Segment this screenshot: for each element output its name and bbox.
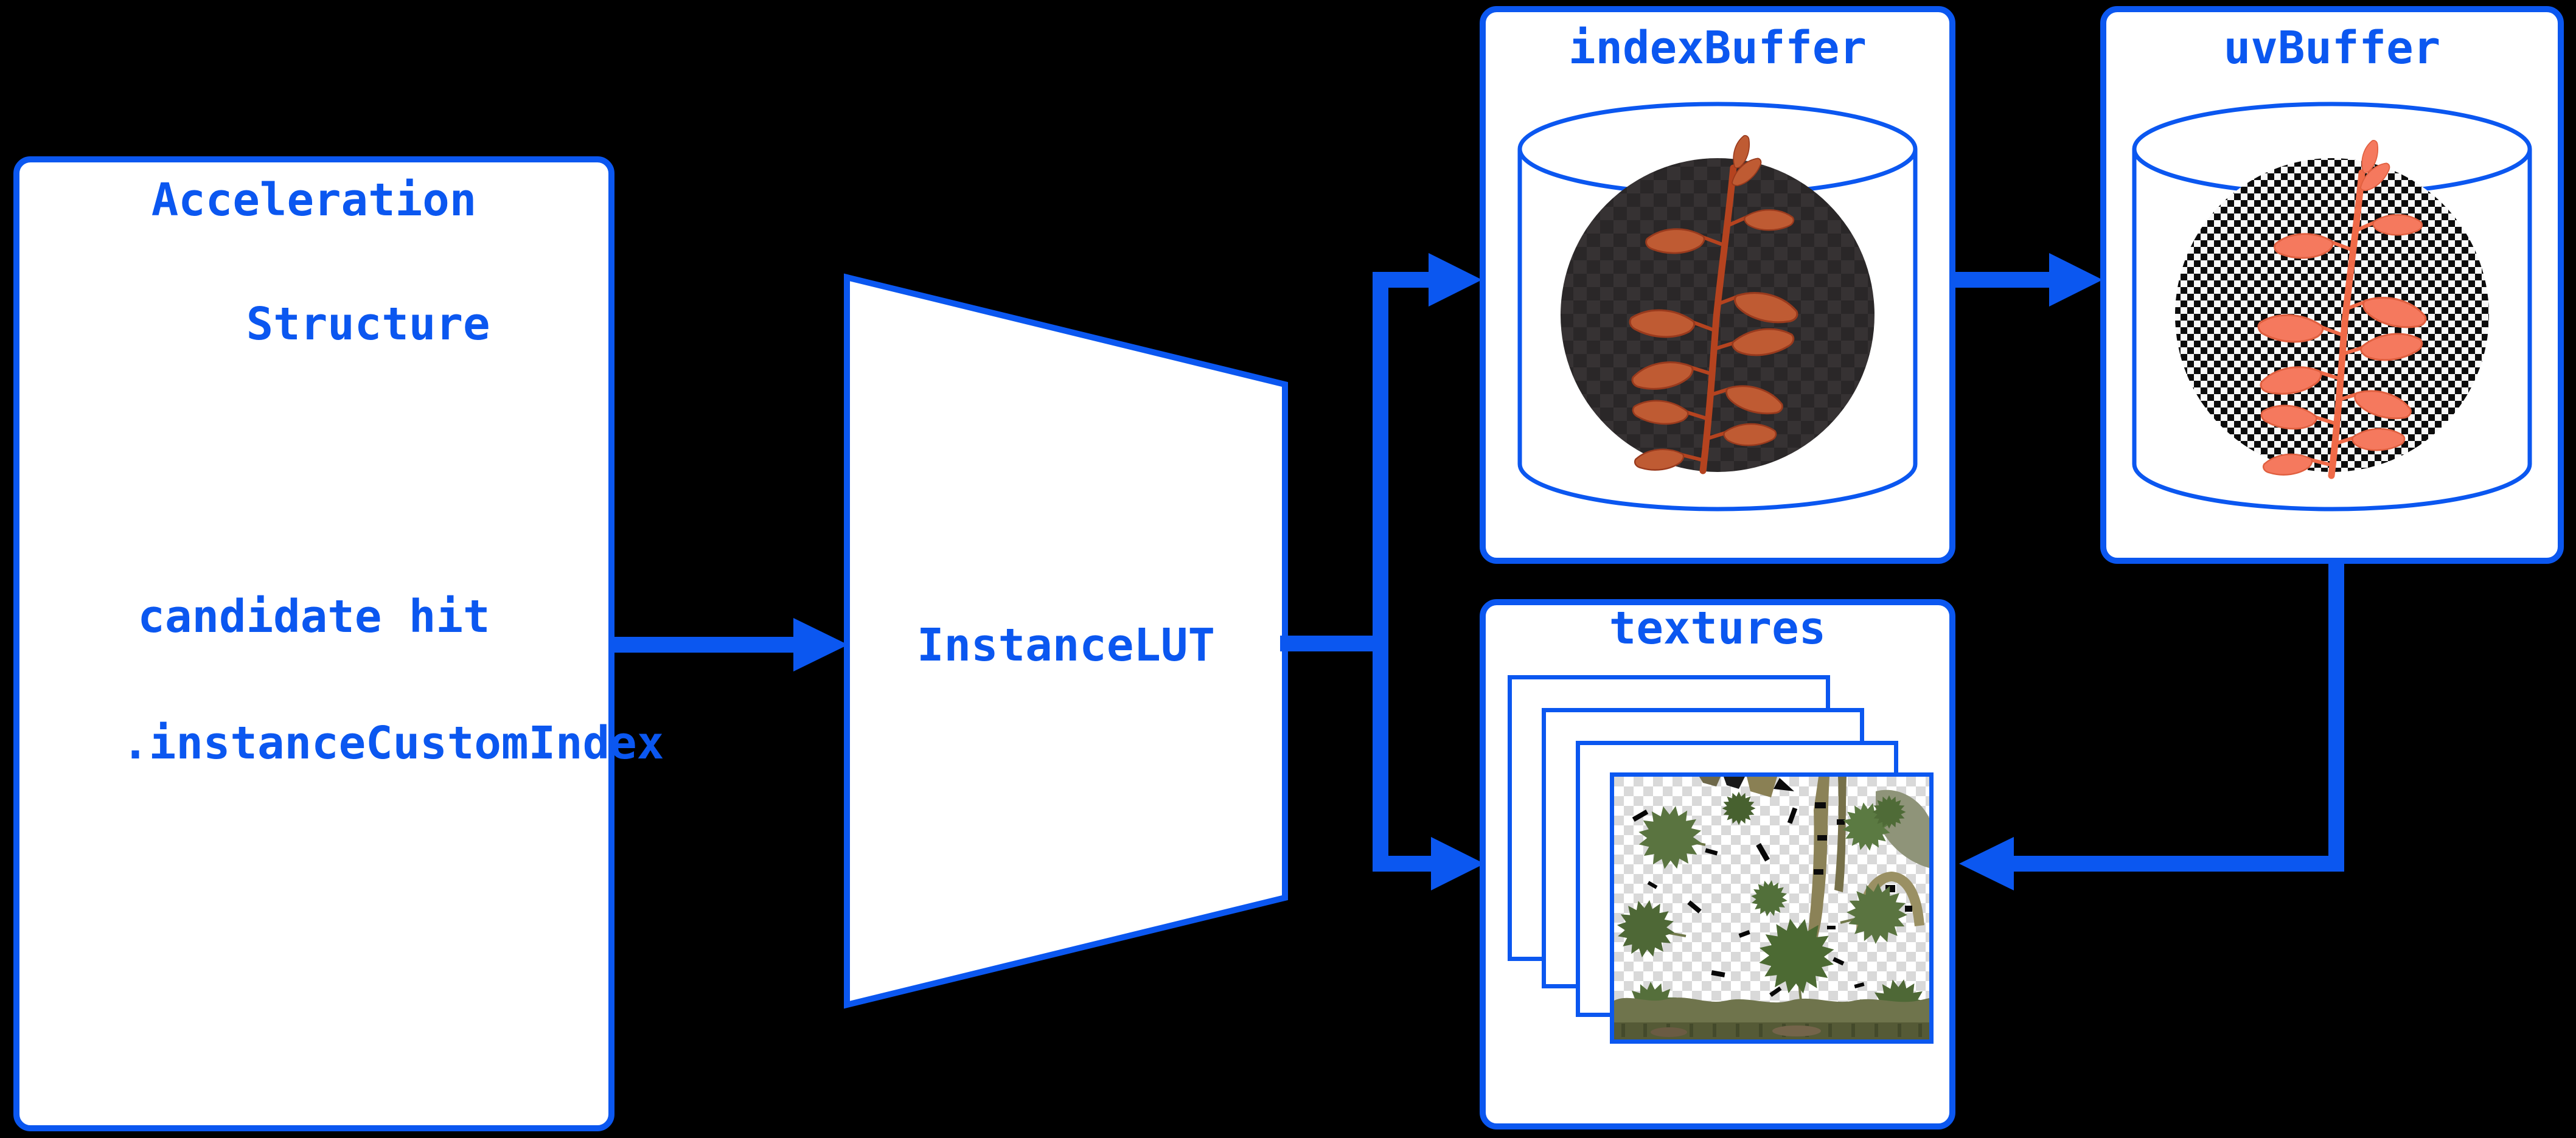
index-buffer-cylinder-icon xyxy=(1517,102,1918,512)
uv-checker-disc xyxy=(2175,158,2489,472)
wireframe-plant-icon xyxy=(1627,133,1801,479)
instance-lut-label: InstanceLUT xyxy=(916,619,1216,671)
acceleration-structure-title: Acceleration Structure xyxy=(13,169,614,417)
candidate-hit-line1: candidate hit xyxy=(138,591,490,643)
node-acceleration-structure xyxy=(13,156,614,1131)
texture-atlas-illustration xyxy=(1614,777,1929,1039)
candidate-hit-text: candidate hit .instanceCustomIndex xyxy=(13,585,664,838)
uv-buffer-label: uvBuffer xyxy=(2223,22,2441,74)
index-buffer-label: indexBuffer xyxy=(1568,22,1867,74)
uv-buffer-cylinder-icon xyxy=(2132,102,2532,512)
edge-uv-to-textures xyxy=(2014,564,2344,872)
arrowhead-into-lut xyxy=(793,618,848,671)
candidate-hit-line2: .instanceCustomIndex xyxy=(122,717,664,769)
cylinder-outline xyxy=(1517,102,1918,512)
uv-plant-icon xyxy=(2256,138,2430,484)
acceleration-title-line1: Acceleration xyxy=(151,174,477,226)
arrowhead-into-uvbuffer xyxy=(2049,253,2103,307)
texture-atlas-sheet xyxy=(1610,772,1934,1044)
cylinder-outline xyxy=(2132,102,2532,512)
arrowhead-into-indexbuffer xyxy=(1429,253,1482,307)
acceleration-title-line2: Structure xyxy=(246,298,490,350)
arrowhead-into-textures-right xyxy=(1959,837,2014,890)
textures-label: textures xyxy=(1609,602,1826,654)
arrowhead-into-textures-left xyxy=(1431,837,1485,890)
